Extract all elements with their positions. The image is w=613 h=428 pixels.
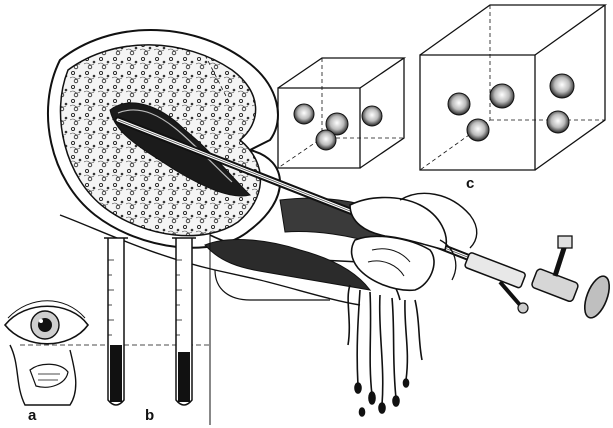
- small-cube-drawing: [277, 57, 407, 169]
- panel-label-a: a: [28, 407, 37, 424]
- drip-strands-drawing: [347, 284, 423, 417]
- panel-label-c: c: [466, 175, 475, 192]
- cube-icon: [277, 4, 608, 171]
- graduated-tube-icon: [104, 232, 211, 425]
- uterus-drawing: [20, 29, 401, 346]
- panel-label-b: b: [145, 407, 155, 424]
- surgeon-hands-drawing: [349, 192, 478, 292]
- eye-icon: [3, 300, 89, 406]
- large-cube-drawing: [419, 4, 608, 171]
